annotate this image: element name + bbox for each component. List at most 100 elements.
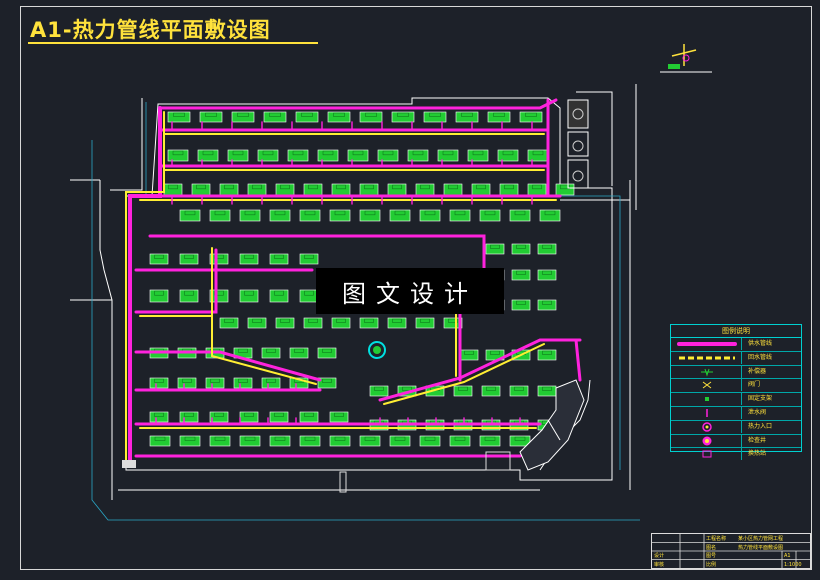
building-block [233,377,253,389]
building-block [443,317,463,329]
compensator-icon [675,366,739,378]
building-block [247,183,267,196]
building-block [177,377,197,389]
building-block [299,435,321,447]
building-block [511,243,531,255]
legend-row: 供水管线 [671,338,801,352]
building-block [537,243,557,255]
building-block [231,111,255,123]
drain-icon [675,407,739,419]
legend-row: 泄水阀 [671,406,801,421]
supply-diagonal-1 [134,350,322,382]
building-block [359,435,381,447]
building-block [163,183,183,196]
building-block [419,435,441,447]
building-block [205,377,225,389]
pipe-network [125,98,582,464]
legend-label: 供水管线 [741,338,800,350]
building-block [149,289,169,303]
building-block [527,183,547,196]
building-block [295,111,319,123]
building-block [359,111,383,123]
building-block [149,411,169,423]
building-block [227,149,249,162]
building-block [299,411,319,423]
building-block [299,253,319,265]
building-block [481,385,501,397]
legend-row: 固定支架 [671,393,801,407]
building-block [191,183,211,196]
building-block [299,209,321,222]
legend-label: 固定支架 [741,393,800,406]
building-block [275,317,295,329]
building-layer [149,111,575,447]
building-block [209,411,229,423]
building-block [449,435,471,447]
building-block [289,347,309,359]
legend-row: 补偿器 [671,365,801,380]
building-block [179,435,201,447]
drawing-title: A1-热力管线平面敷设图 [30,18,271,42]
building-block [471,183,491,196]
valve-icon [675,379,739,391]
building-block [317,149,339,162]
building-block [179,253,199,265]
building-block [509,385,529,397]
building-block [419,209,441,222]
building-block [467,149,489,162]
scale-label: 比例 [706,561,717,568]
building-block [149,435,171,447]
building-block [239,289,259,303]
building-block [247,317,267,329]
building-block [331,183,351,196]
bottom-road-markers [122,451,511,493]
building-block [239,411,259,423]
building-block [209,435,231,447]
building-block [179,411,199,423]
pipe-magenta-icon [675,338,739,350]
building-block [329,411,349,423]
building-block [303,183,323,196]
drawing-number-label: 图号 [706,553,717,559]
supply-diagonal-2 [378,338,582,402]
drawing-name-value: 热力管线平面敷设图 [738,544,784,551]
building-block [415,317,435,329]
inlet-icon [675,421,739,433]
building-block [269,289,289,303]
building-block [537,299,557,311]
supply-branch-inner [134,248,218,314]
building-block [329,435,351,447]
project-name-label: 工程名称 [706,536,727,542]
building-block [359,209,381,222]
watermark-text: 图文设计 [316,268,504,314]
building-block [149,377,169,389]
legend-label: 检查井 [741,434,800,447]
building-block [459,349,479,361]
legend-label: 阀门 [741,379,800,392]
building-block [239,209,261,222]
scale-value: 1:1000 [784,561,802,568]
legend-row: 回水管线 [671,351,801,366]
legend-row: 检查井 [671,434,801,449]
building-block [179,209,201,222]
building-block [509,209,531,222]
supply-main-north [158,98,558,110]
building-block [415,183,435,196]
building-block [239,435,261,447]
building-block [167,111,191,123]
plaza-fountain-icon [368,341,386,359]
building-block [331,317,351,329]
supply-east-trunk [546,98,562,198]
drawing-frame [20,6,812,570]
supply-trunk-west [128,106,162,464]
supply-to-station [574,338,582,382]
building-block [497,149,519,162]
building-block [407,149,429,162]
building-block [479,435,501,447]
building-block [317,347,337,359]
legend-title: 图例说明 [671,325,801,338]
north-arrow-icon [660,44,712,73]
return-diagonal-1 [211,247,317,385]
pipe-yellow-icon [675,352,739,364]
